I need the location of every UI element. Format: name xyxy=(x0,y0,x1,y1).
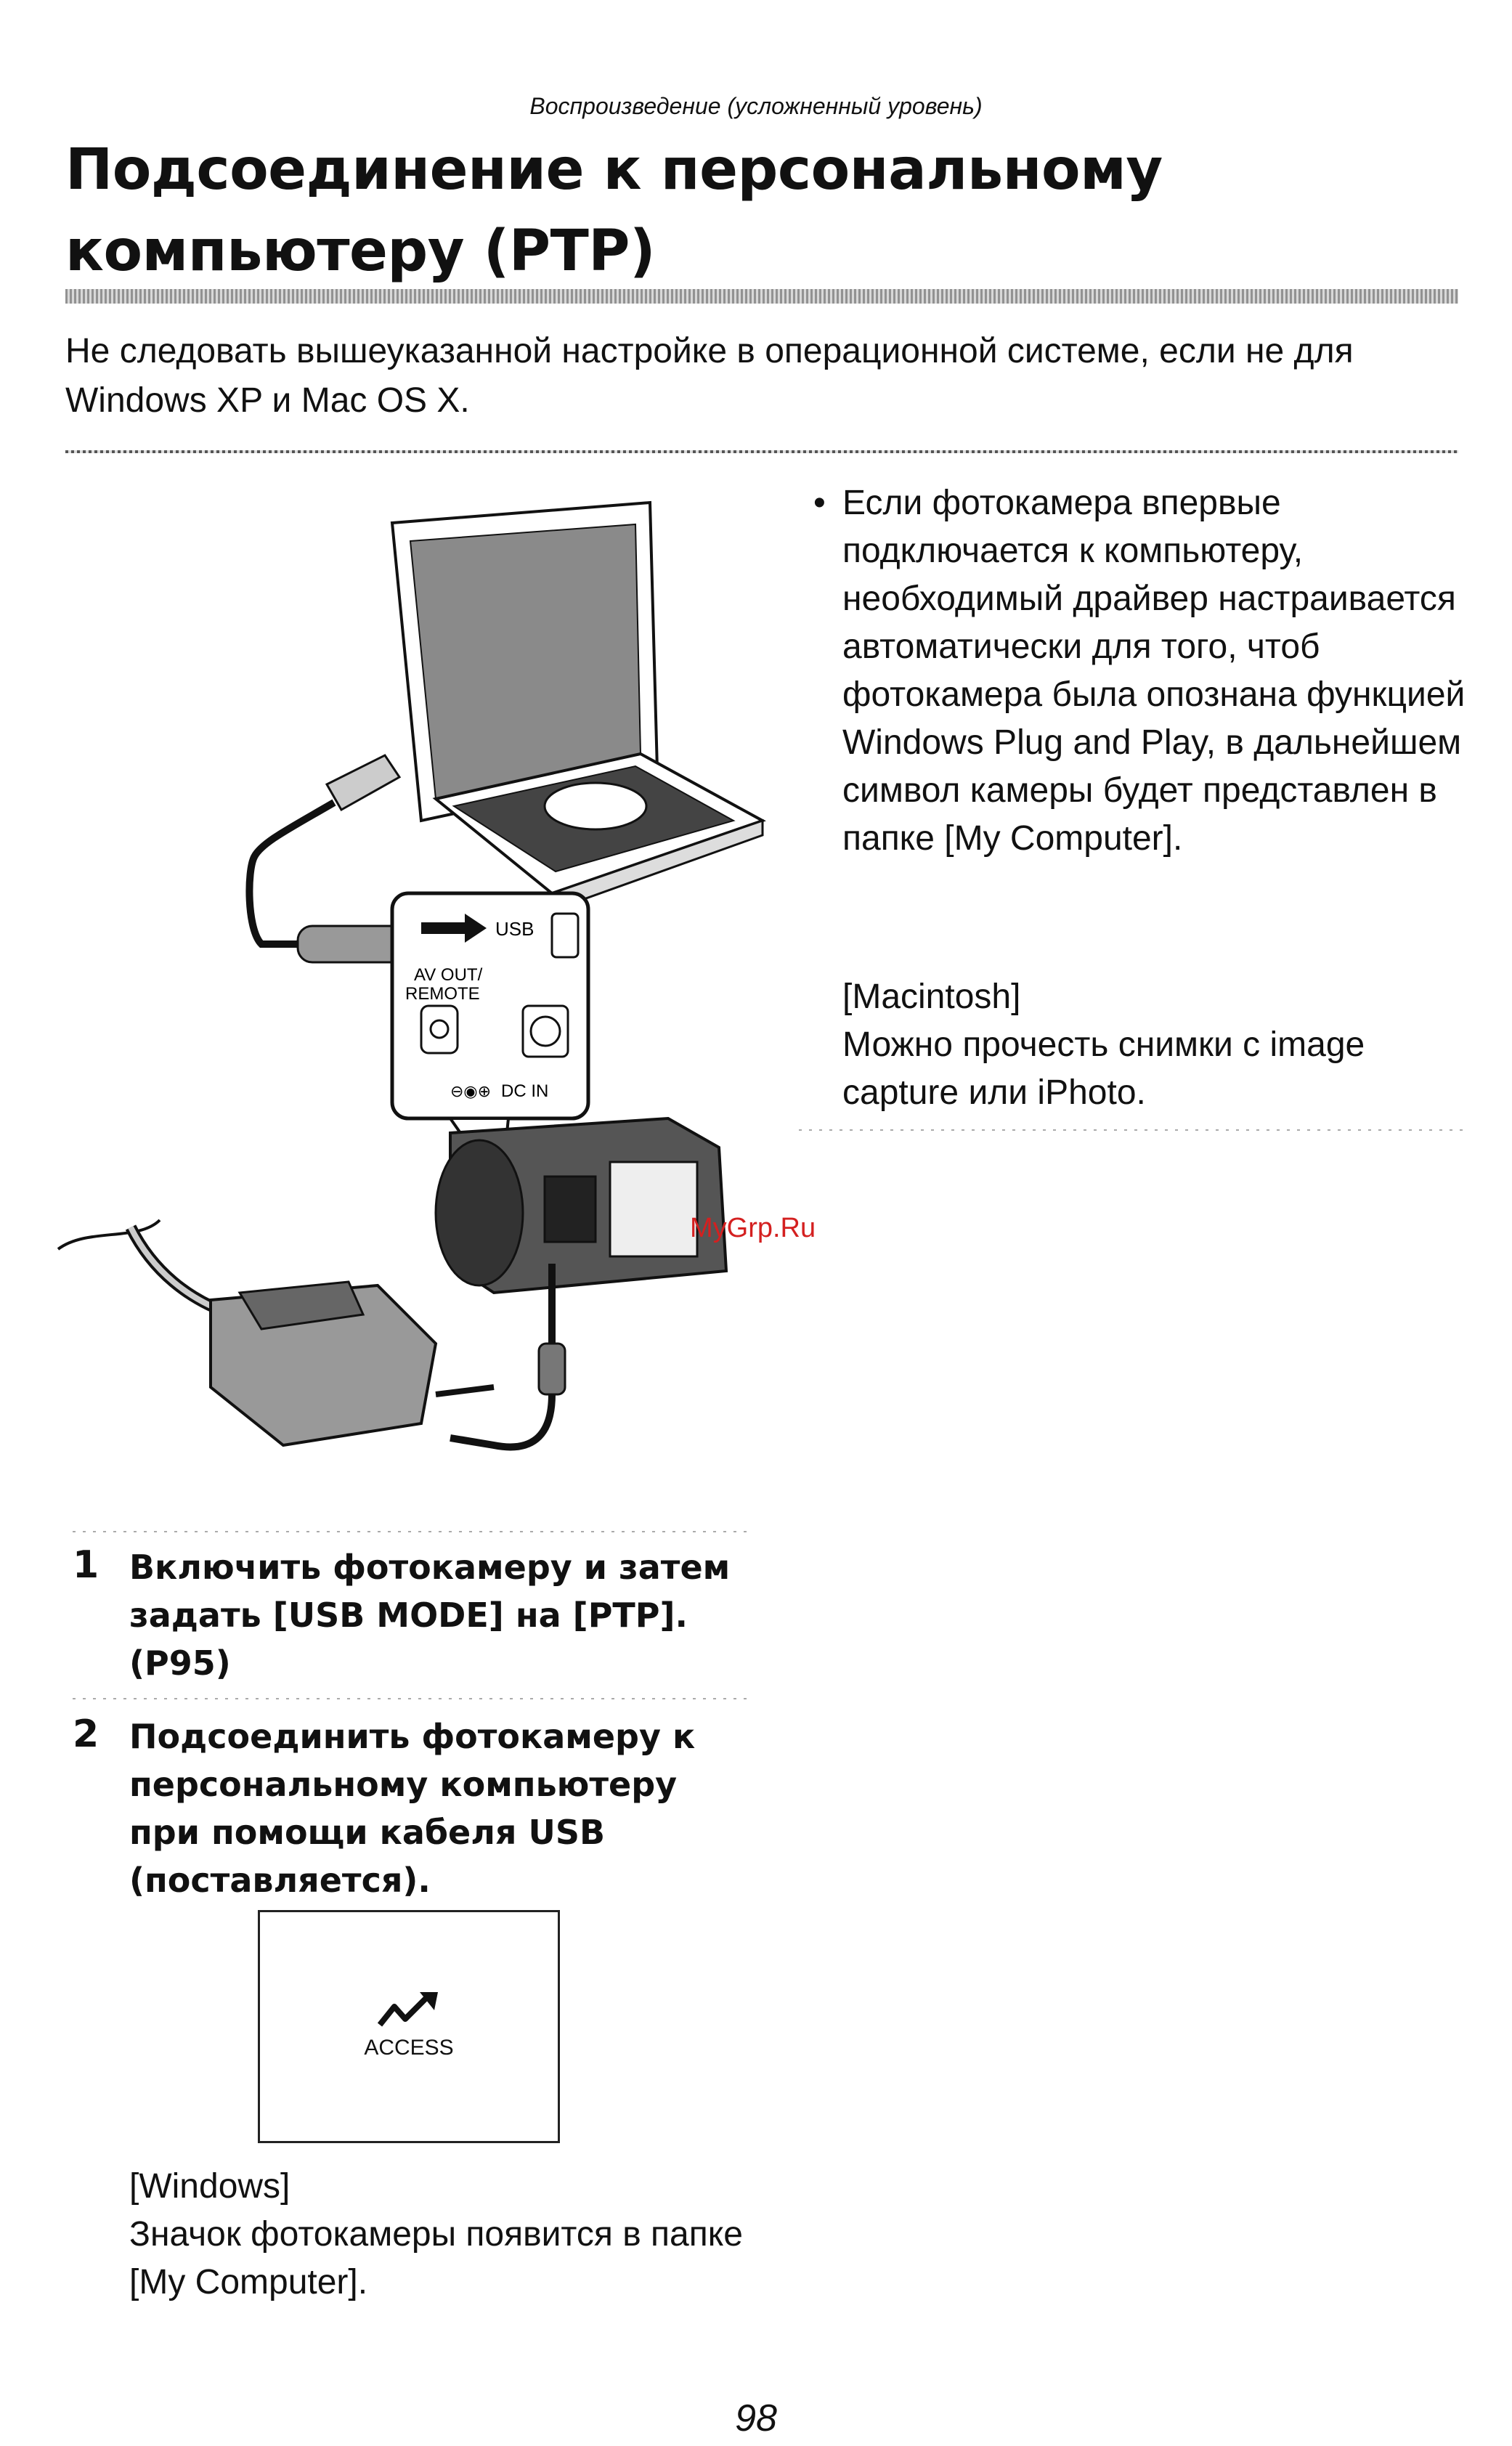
step-2-number: 2 xyxy=(73,1712,99,1756)
step1-top-divider xyxy=(73,1531,748,1532)
windows-text: Значок фотокамеры появится в папке [My C… xyxy=(129,2215,743,2301)
step-1-number: 1 xyxy=(73,1543,99,1587)
usb-cable xyxy=(245,754,494,964)
page-title: Подсоединение к персональному компьютеру… xyxy=(65,129,1445,292)
usb-port-label: USB xyxy=(495,918,534,940)
macintosh-text: Можно прочесть снимки с image capture ил… xyxy=(842,1025,1365,1112)
page-number: 98 xyxy=(735,2397,777,2439)
page-title-line-1: Подсоединение к персональному xyxy=(65,137,1163,203)
lcd-access-label: ACCESS xyxy=(364,2036,454,2060)
section-header: Воспроизведение (усложненный уровень) xyxy=(529,93,983,119)
access-arrow-icon xyxy=(377,1992,438,2027)
title-divider xyxy=(65,289,1458,304)
polarity-icon: ⊖◉⊕ xyxy=(450,1083,491,1101)
os-note: Не следовать вышеуказанной настройке в о… xyxy=(65,332,1354,420)
macintosh-heading: [Macintosh] xyxy=(842,978,1021,1016)
watermark: MyGrp.Ru xyxy=(690,1213,816,1243)
lcd-access-screen: ACCESS xyxy=(258,1910,560,2143)
remote-label: REMOTE xyxy=(405,984,480,1004)
dc-in-label: DC IN xyxy=(501,1081,548,1101)
av-out-label: AV OUT/ xyxy=(414,965,483,985)
windows-heading: [Windows] xyxy=(129,2167,290,2206)
note-divider xyxy=(65,450,1458,453)
bullet-note-text: Если фотокамера впервые подключается к к… xyxy=(842,484,1466,858)
page-title-line-2: компьютеру (PTP) xyxy=(65,219,656,284)
bullet-note: • Если фотокамера впервые подключается к … xyxy=(813,479,1481,863)
mac-divider xyxy=(799,1129,1463,1131)
windows-note: [Windows] Значок фотокамеры появится в п… xyxy=(129,2163,783,2307)
step2-top-divider xyxy=(73,1698,748,1699)
connection-diagram: USB AV OUT/ REMOTE DC IN ⊖◉⊕ xyxy=(57,500,766,1451)
step-1-text: Включить фотокамеру и затем задать [USB … xyxy=(129,1548,731,1683)
laptop-illustration xyxy=(390,500,766,911)
bullet-marker: • xyxy=(813,484,826,522)
ac-adapter-illustration xyxy=(57,1219,495,1447)
camera-illustration xyxy=(434,1116,728,1451)
step-2-text: Подсоединить фотокамеру к персональному … xyxy=(129,1717,696,1900)
